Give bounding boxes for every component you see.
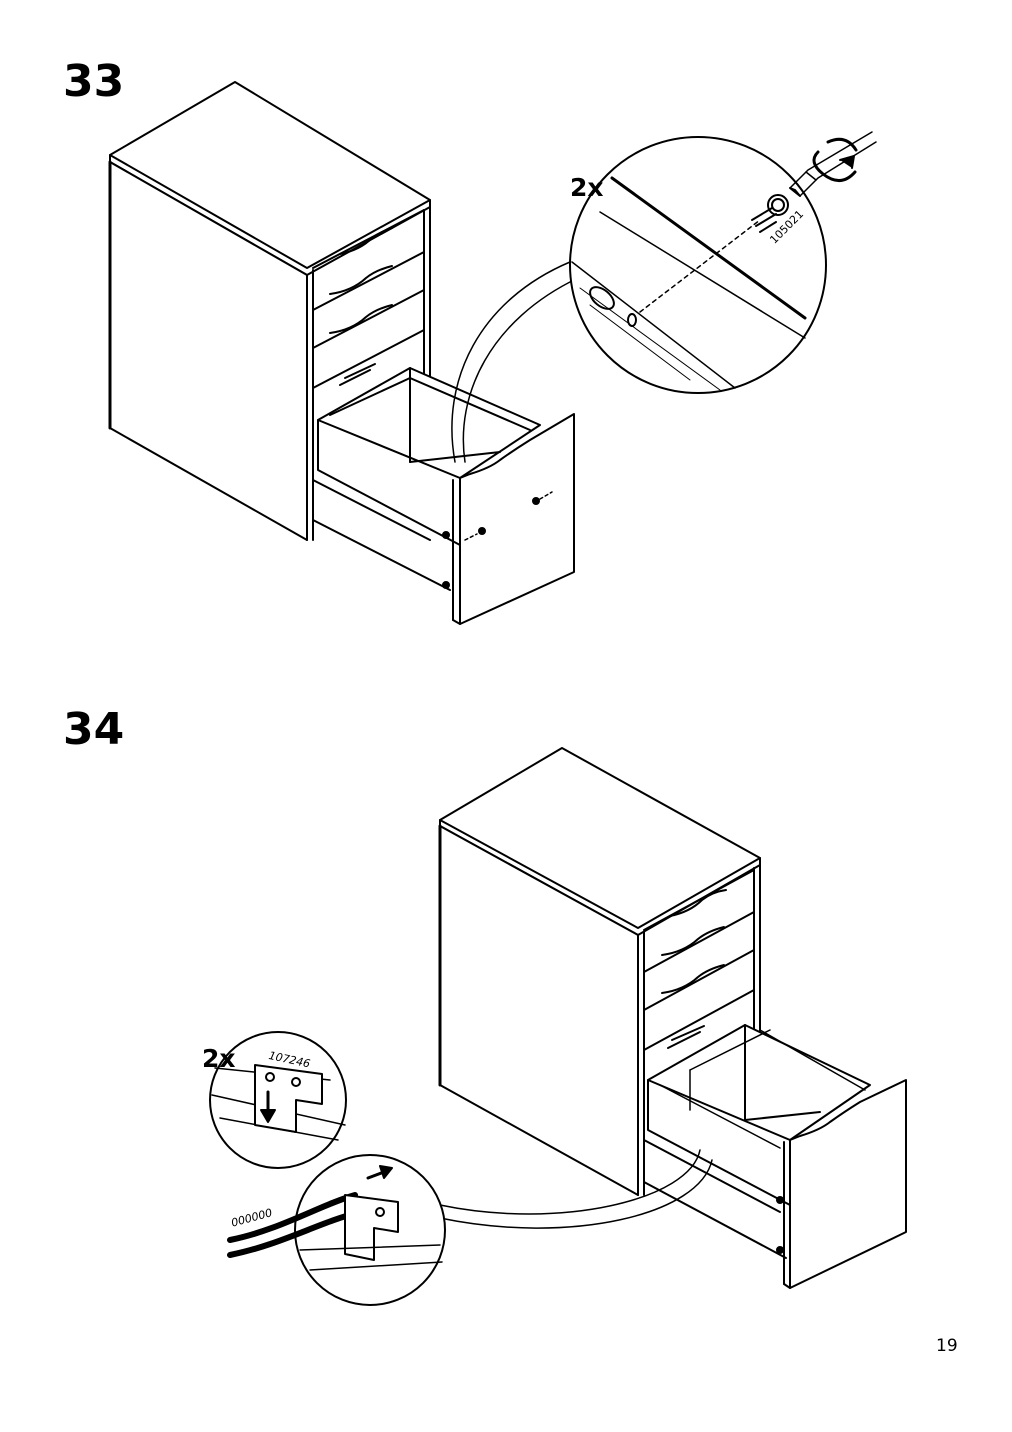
step-33-quantity: 2x <box>570 173 604 202</box>
bracket-detail-callout-upper <box>210 1032 346 1168</box>
step-34-quantity: 2x <box>202 1044 236 1073</box>
step-33-cabinet-illustration <box>110 82 574 624</box>
step-33-callout-connector <box>452 262 578 462</box>
step-34-cabinet-illustration <box>440 748 906 1288</box>
step-34-callout-connector <box>440 1150 712 1228</box>
rotation-arrow-icon <box>814 139 856 180</box>
push-arrow-icon <box>368 1166 392 1178</box>
step-33-number: 33 <box>63 56 125 107</box>
bracket-detail-callout-lower <box>230 1155 445 1305</box>
page-number: 19 <box>936 1336 958 1356</box>
screw-detail-callout <box>570 137 826 393</box>
down-arrow-icon <box>261 1092 275 1122</box>
step-34-number: 34 <box>63 704 125 755</box>
